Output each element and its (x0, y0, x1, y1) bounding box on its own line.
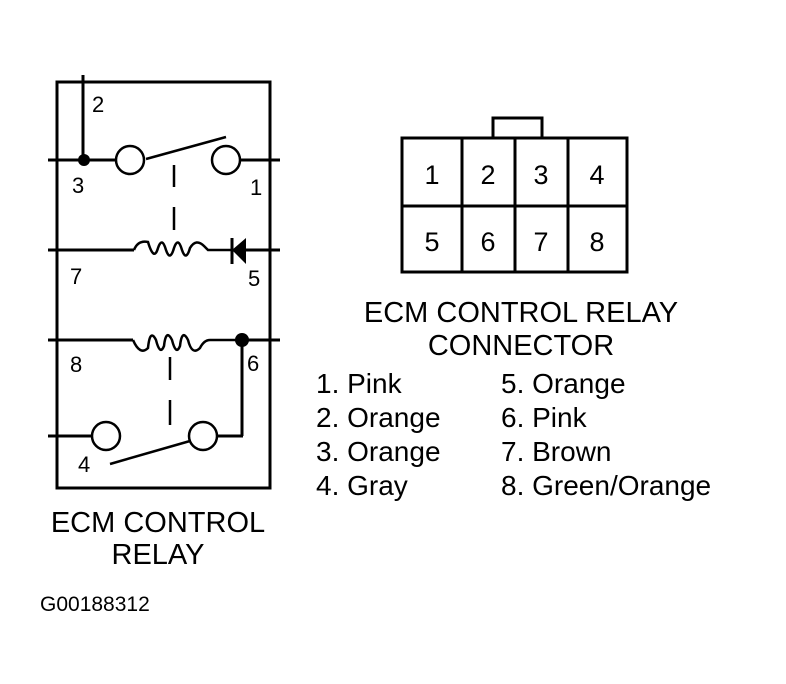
connector-cell: 3 (533, 160, 548, 190)
relay-title: RELAY (112, 539, 205, 571)
pin-label: 8 (70, 352, 82, 377)
connector-cell: 8 (589, 227, 604, 257)
relay-coil (132, 240, 232, 257)
connector-title: ECM CONTROL RELAY (364, 297, 678, 329)
legend-item: 6. Pink (501, 402, 588, 433)
legend-item: 2. Orange (316, 402, 441, 433)
pin-label: 1 (250, 175, 262, 200)
legend-item: 3. Orange (316, 436, 441, 467)
pin-label: 5 (248, 266, 260, 291)
pin-label: 7 (70, 264, 82, 289)
switch-contact (114, 144, 146, 176)
pin-label: 4 (78, 452, 90, 477)
pin-label: 3 (72, 173, 84, 198)
relay-housing (55, 80, 272, 490)
connector-cell: 5 (424, 227, 439, 257)
relay-coil (131, 333, 242, 352)
connector-cell: 6 (480, 227, 495, 257)
switch-contact (187, 420, 219, 452)
connector-cell: 7 (533, 227, 548, 257)
connector-diagram: 1 2 3 4 5 6 7 8 ECM CONTROL RELAY CONNEC… (316, 116, 711, 501)
switch-contact (210, 144, 242, 176)
switch-arm (109, 439, 191, 466)
junction-dot (78, 154, 90, 166)
connector-cell: 2 (480, 160, 495, 190)
legend-item: 8. Green/Orange (501, 470, 711, 501)
legend-item: 1. Pink (316, 368, 403, 399)
switch-contact (90, 420, 122, 452)
relay-schematic: 2 3 1 7 5 8 6 4 ECM CONTROL RELAY (48, 75, 280, 571)
connector-latch (491, 116, 544, 140)
pin-label: 6 (247, 351, 259, 376)
legend-item: 7. Brown (501, 436, 612, 467)
connector-cell: 4 (589, 160, 604, 190)
relay-title: ECM CONTROL (51, 507, 265, 539)
switch-arm (145, 135, 227, 161)
connector-title: CONNECTOR (428, 330, 614, 362)
diode-icon (232, 238, 246, 264)
connector-cell: 1 (424, 160, 439, 190)
figure-id: G00188312 (40, 593, 150, 616)
legend-item: 4. Gray (316, 470, 408, 501)
legend-item: 5. Orange (501, 368, 626, 399)
pin-label: 2 (92, 92, 104, 117)
